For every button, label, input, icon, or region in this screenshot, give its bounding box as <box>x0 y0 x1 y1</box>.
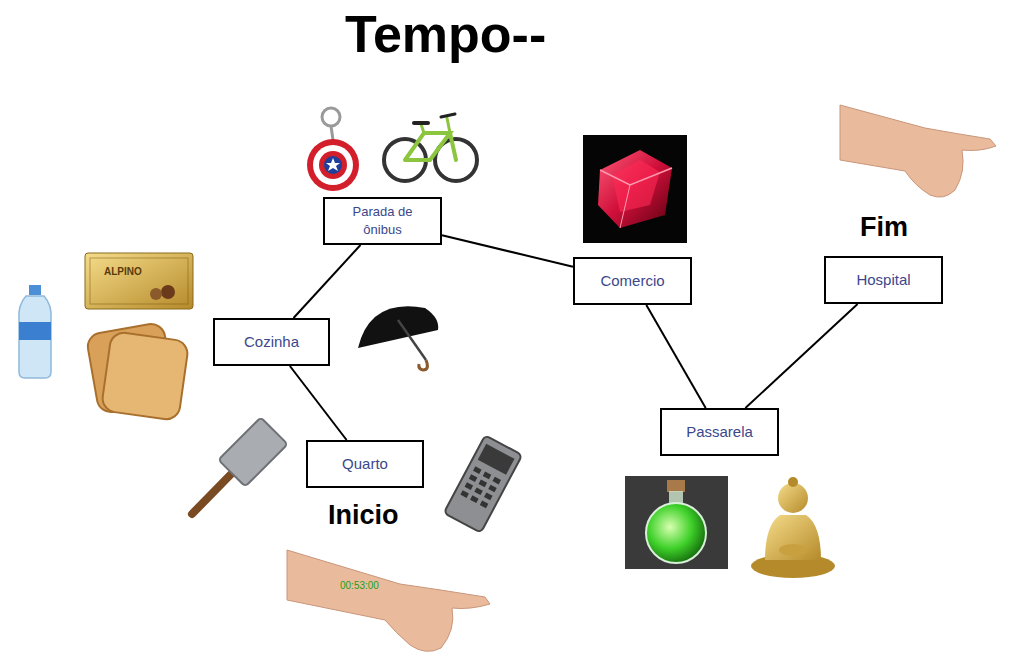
chocolate-bar-icon <box>85 253 193 309</box>
room-name: Quarto <box>342 454 388 474</box>
room-box: Quarto <box>306 440 424 488</box>
connector-line <box>745 304 857 408</box>
bicycle-icon <box>384 114 477 181</box>
keychain-icon <box>307 108 359 191</box>
end-label: Fim <box>860 212 908 243</box>
connector-line <box>442 235 573 266</box>
connector-line <box>290 366 347 440</box>
watch-time: 00:53:00 <box>340 580 379 591</box>
crystal-icon <box>583 135 687 243</box>
title: Tempo-- <box>345 4 546 64</box>
room-name: Passarela <box>686 422 753 442</box>
hammer-icon <box>192 417 288 514</box>
connector-line <box>646 305 705 408</box>
room-box: Hospital <box>824 256 943 304</box>
room-name: Parada de ônibus <box>337 203 429 238</box>
room-name: Hospital <box>856 270 910 290</box>
room-box: Comercio <box>573 257 692 305</box>
connector-line <box>294 245 361 318</box>
brand-name: ALPINO <box>104 266 142 277</box>
umbrella-icon <box>358 306 438 370</box>
room-name: Comercio <box>600 271 664 291</box>
room-name: Cozinha <box>244 332 299 352</box>
buddha-statue-icon <box>751 477 835 578</box>
hand-illustration <box>840 105 996 197</box>
room-box: Passarela <box>660 408 779 456</box>
toast-icon <box>86 322 190 421</box>
room-box: Parada de ônibus <box>323 197 442 245</box>
room-box: Cozinha <box>213 318 330 366</box>
cellphone-icon <box>444 435 522 532</box>
water-bottle-icon <box>19 285 51 378</box>
potion-icon <box>625 476 728 569</box>
start-label: Inicio <box>328 500 399 531</box>
hand-illustration <box>287 550 490 651</box>
